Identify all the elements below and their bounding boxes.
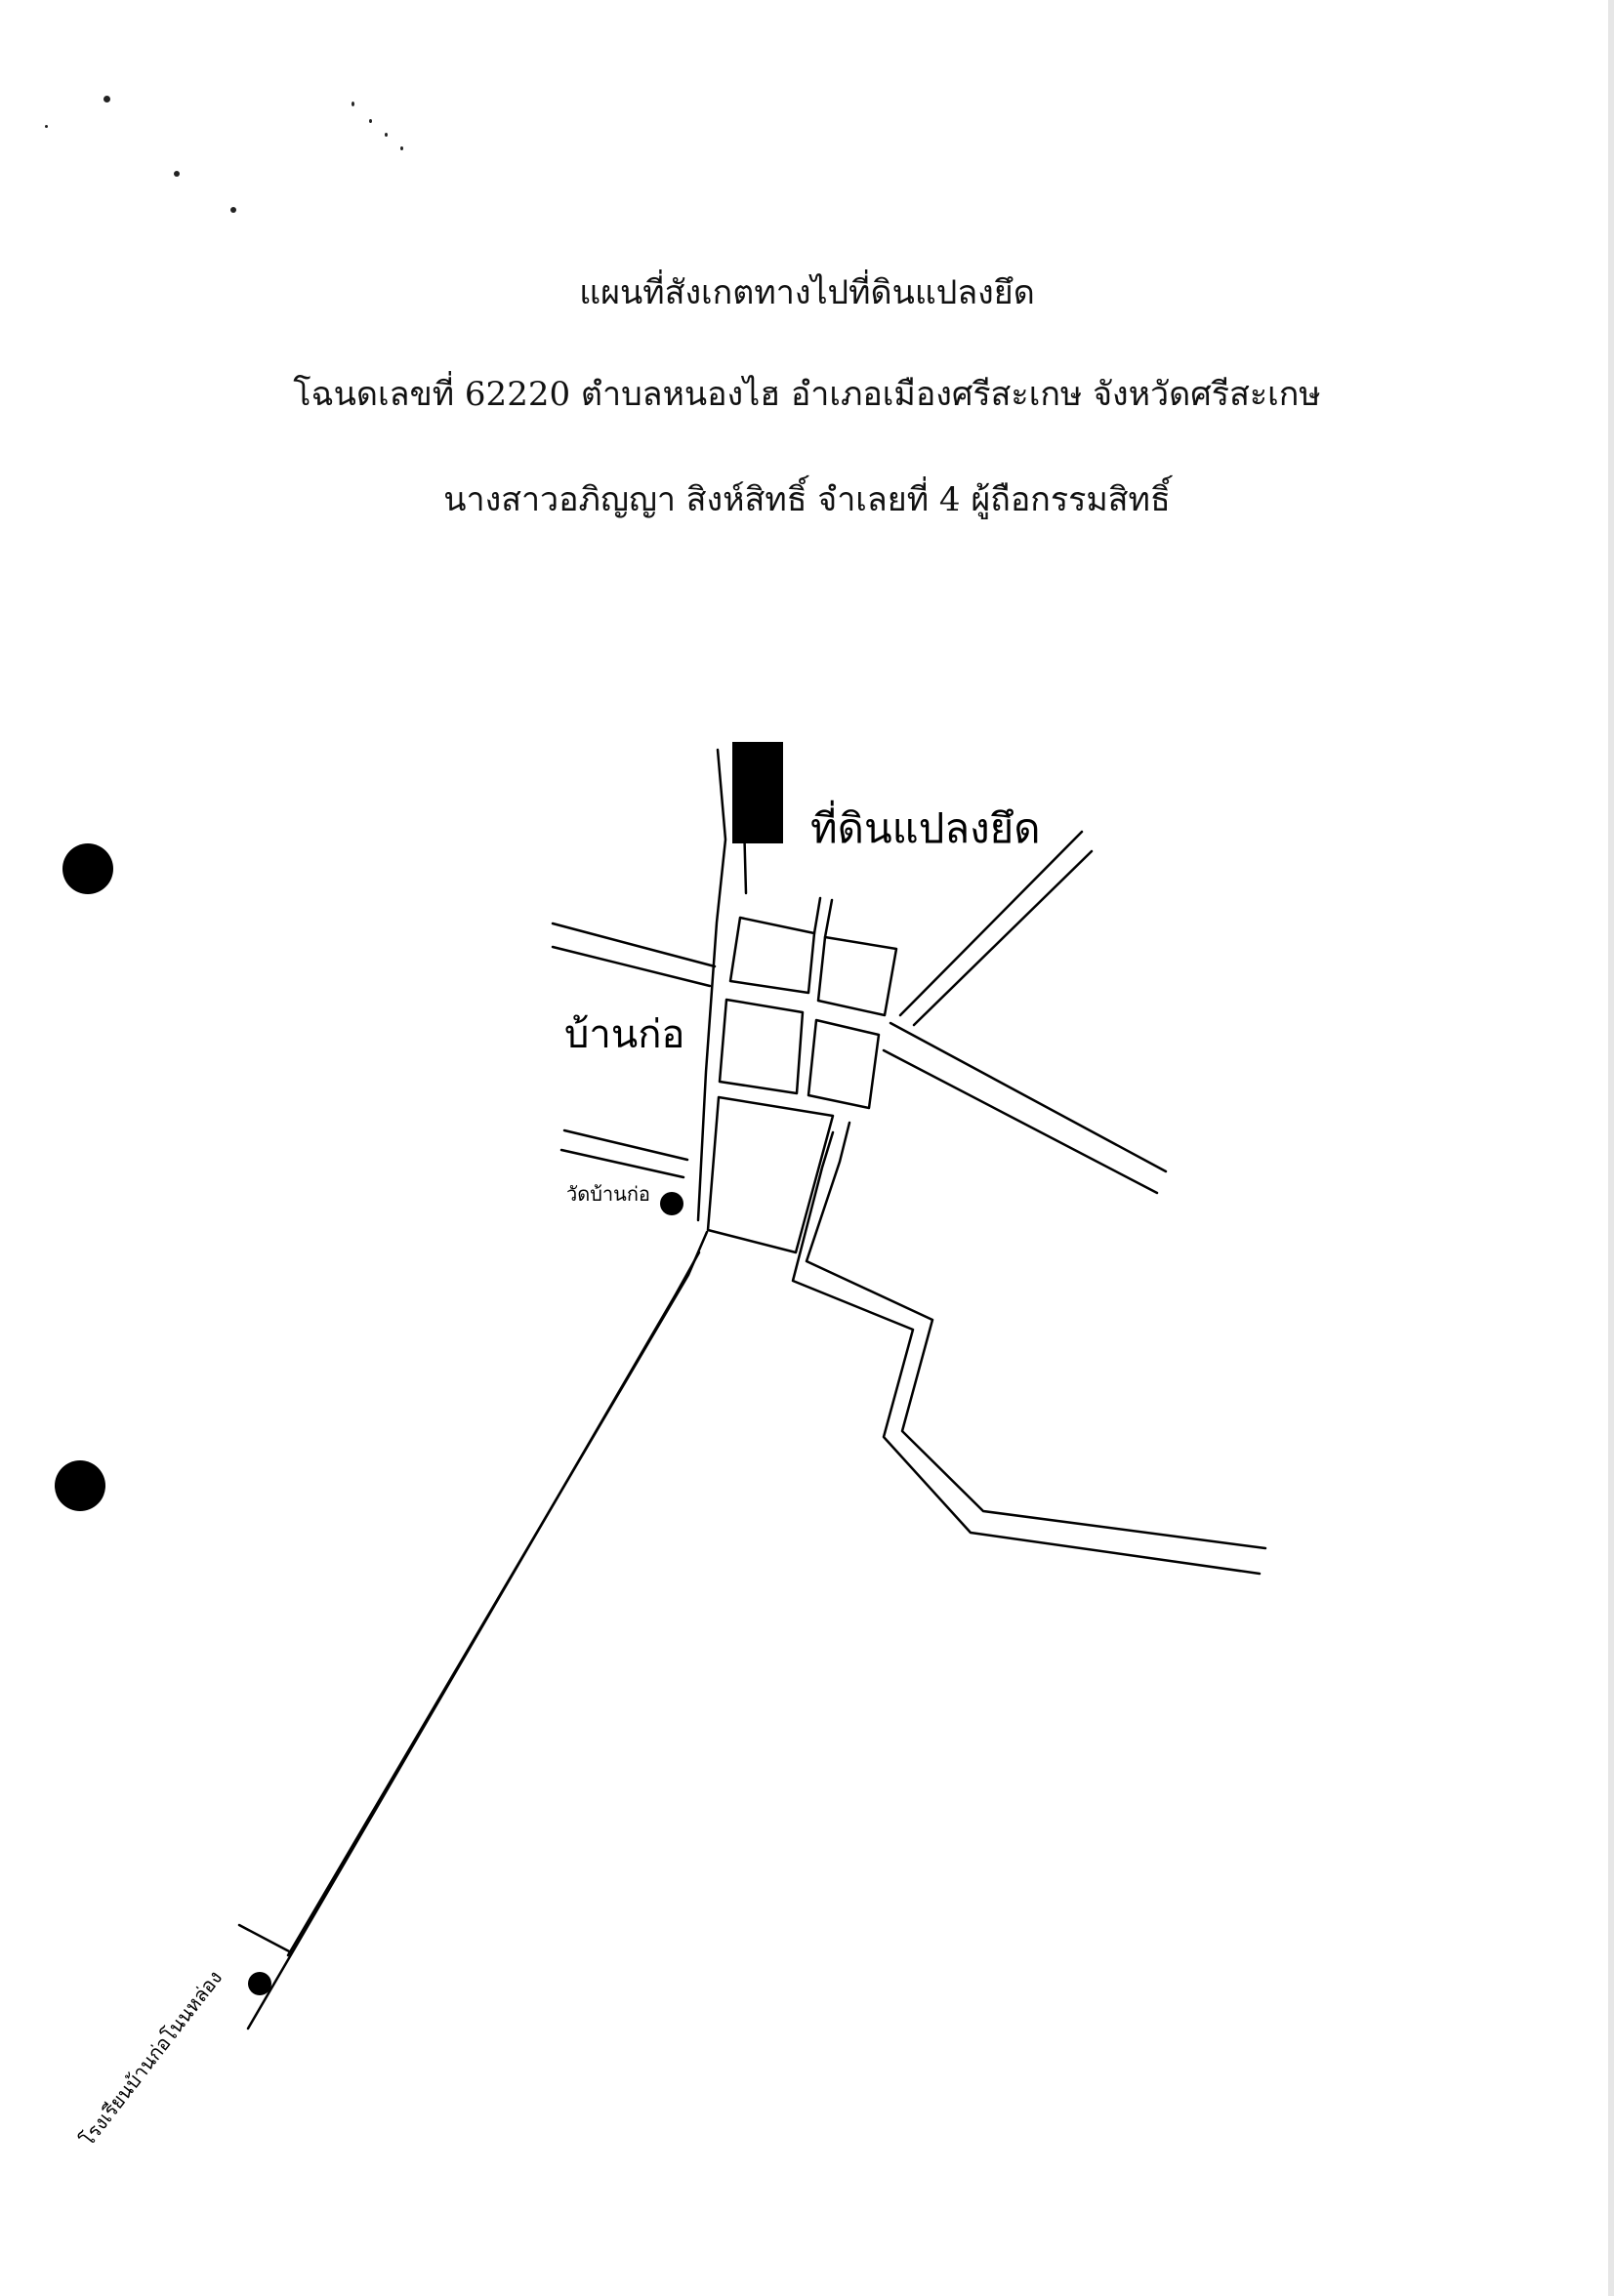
village-block: [728, 916, 816, 995]
binder-hole-top: [62, 843, 113, 894]
road-west: [551, 945, 712, 988]
road-lane: [823, 898, 834, 939]
page-right-edge: [1608, 0, 1614, 2296]
binder-hole-bottom: [55, 1460, 105, 1511]
temple-marker: [660, 1192, 683, 1215]
scan-speck: [352, 102, 354, 106]
road-southwest: [237, 1923, 293, 1954]
road-southwest: [559, 1148, 685, 1179]
road-southeast: [805, 1121, 1267, 1550]
scan-speck: [369, 119, 372, 123]
school-label: โรงเรียนบ้านก่อโนนหล่อง: [75, 1966, 227, 2151]
village-block: [718, 998, 805, 1095]
scan-speck: [174, 171, 180, 177]
temple-label: วัดบ้านก่อ: [566, 1182, 650, 1206]
road-southeast: [791, 1130, 1262, 1576]
village-label: บ้านก่อ: [564, 1012, 684, 1057]
village-block: [706, 1095, 835, 1254]
scan-speck: [230, 207, 236, 213]
road-east: [889, 1021, 1168, 1173]
road-northeast: [898, 830, 1084, 1017]
owner-line: นางสาวอภิญญา สิงห์สิทธิ์ จำเลยที่ 4 ผู้ถ…: [443, 480, 1171, 519]
seized-land-plot: [732, 742, 783, 843]
road-northeast: [912, 849, 1094, 1027]
village-block: [816, 935, 898, 1017]
road-west: [551, 922, 717, 968]
scan-speck: [45, 125, 48, 128]
scan-speck: [400, 146, 403, 150]
road-southwest: [562, 1128, 689, 1162]
village-block: [807, 1018, 881, 1110]
scan-speck: [385, 133, 388, 137]
road-east: [882, 1048, 1159, 1195]
map-title: แผนที่สังเกตทางไปที่ดินแปลงยึด: [579, 273, 1035, 312]
scan-speck: [103, 96, 110, 102]
deed-location-line: โฉนดเลขที่ 62220 ตำบลหนองไฮ อำเภอเมืองศร…: [293, 375, 1321, 414]
school-marker: [248, 1972, 271, 1995]
road-lane: [812, 896, 822, 935]
seized-land-label: ที่ดินแปลงยึด: [810, 800, 1041, 852]
road-north-access: [696, 748, 727, 1222]
road-southwest: [286, 1230, 709, 1957]
road-southwest: [246, 1250, 701, 2030]
